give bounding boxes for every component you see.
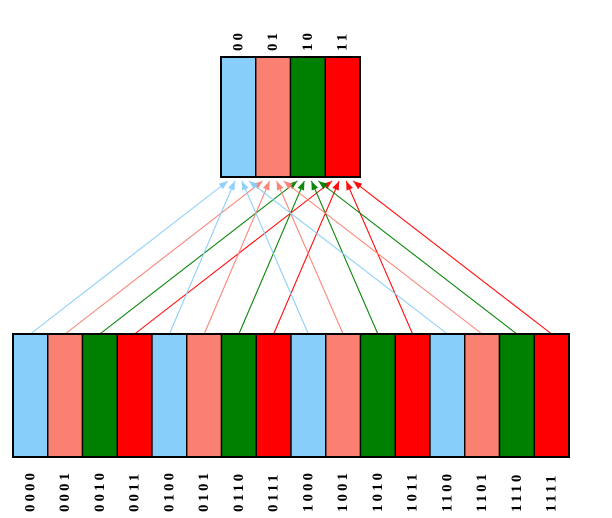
bottom-cell-label: 1010: [370, 470, 386, 512]
top-cell-label: 01: [265, 30, 281, 51]
bottom-cell-label: 1110: [509, 472, 525, 512]
bottom-cell-0011: [116, 333, 153, 458]
mapping-arrow-1001-to-01: [276, 180, 344, 335]
bottom-cell-1110: [498, 333, 535, 458]
top-register-border: [220, 56, 361, 178]
bottom-cell-0101: [186, 333, 223, 458]
bottom-cell-1111: [533, 333, 570, 458]
top-register: 00 01 10 11: [220, 30, 361, 178]
bottom-cell-label: 1011: [405, 471, 421, 512]
mapping-arrow-0110-to-10: [238, 180, 305, 335]
bottom-cell-label: 1001: [335, 470, 351, 512]
bottom-cell-0001: [47, 333, 84, 458]
bottom-cell-1011: [394, 333, 431, 458]
mapping-arrow-1010-to-10: [310, 180, 379, 335]
top-cell-00: [220, 56, 257, 178]
bottom-cell-1000: [290, 333, 327, 458]
top-cell-10: [289, 56, 326, 178]
top-cell-01: [255, 56, 292, 178]
bottom-cell-0100: [151, 333, 188, 458]
top-cell-11: [324, 56, 361, 178]
mapping-arrow-0001-to-01: [64, 180, 263, 335]
bottom-cell-1010: [359, 333, 396, 458]
mapping-arrow-0100-to-00: [168, 180, 236, 335]
mapping-arrow-1111-to-11: [352, 180, 552, 335]
bottom-cell-label: 0000: [22, 470, 38, 512]
mapping-arrow-1100-to-00: [248, 180, 448, 335]
mapping-arrow-1110-to-10: [318, 180, 518, 335]
bottom-cell-label: 1101: [474, 471, 490, 512]
bottom-cell-label: 1100: [439, 471, 455, 512]
bottom-cell-label: 0100: [161, 470, 177, 512]
bottom-cell-0111: [255, 333, 292, 458]
bottom-register: 0000 0001 0010 0011 0100 0101 0110 0111 1000 1001…: [12, 333, 570, 512]
bottom-cell-0110: [220, 333, 257, 458]
top-cell-label: 00: [230, 30, 246, 51]
bottom-cell-label: 0110: [231, 471, 247, 512]
bottom-cell-0010: [81, 333, 118, 458]
bottom-cell-1101: [464, 333, 501, 458]
bottom-cell-1001: [325, 333, 362, 458]
mapping-arrow-1011-to-11: [345, 180, 414, 335]
mapping-arrow-0111-to-11: [273, 180, 340, 335]
mapping-arrow-1101-to-01: [283, 180, 483, 335]
bottom-cell-1100: [429, 333, 466, 458]
mapping-arrow-0011-to-11: [134, 180, 333, 335]
mapping-arrow-0010-to-10: [99, 180, 298, 335]
bottom-cell-label: 0010: [92, 470, 108, 512]
bottom-cell-label: 1111: [544, 472, 560, 512]
mapping-arrow-0101-to-01: [203, 180, 271, 335]
top-cell-label: 10: [300, 30, 316, 51]
top-cell-label: 11: [335, 31, 351, 51]
bottom-cell-label: 0101: [196, 470, 212, 512]
mapping-arrow-0000-to-00: [30, 180, 229, 335]
bottom-cell-label: 1000: [300, 470, 316, 512]
bottom-cell-label: 0011: [127, 471, 143, 512]
bottom-cell-label: 0001: [57, 470, 73, 512]
bottom-cell-label: 0111: [266, 472, 282, 512]
bottom-cell-0000: [12, 333, 49, 458]
mapping-arrow-1000-to-00: [241, 180, 309, 335]
bottom-register-border: [12, 333, 570, 458]
